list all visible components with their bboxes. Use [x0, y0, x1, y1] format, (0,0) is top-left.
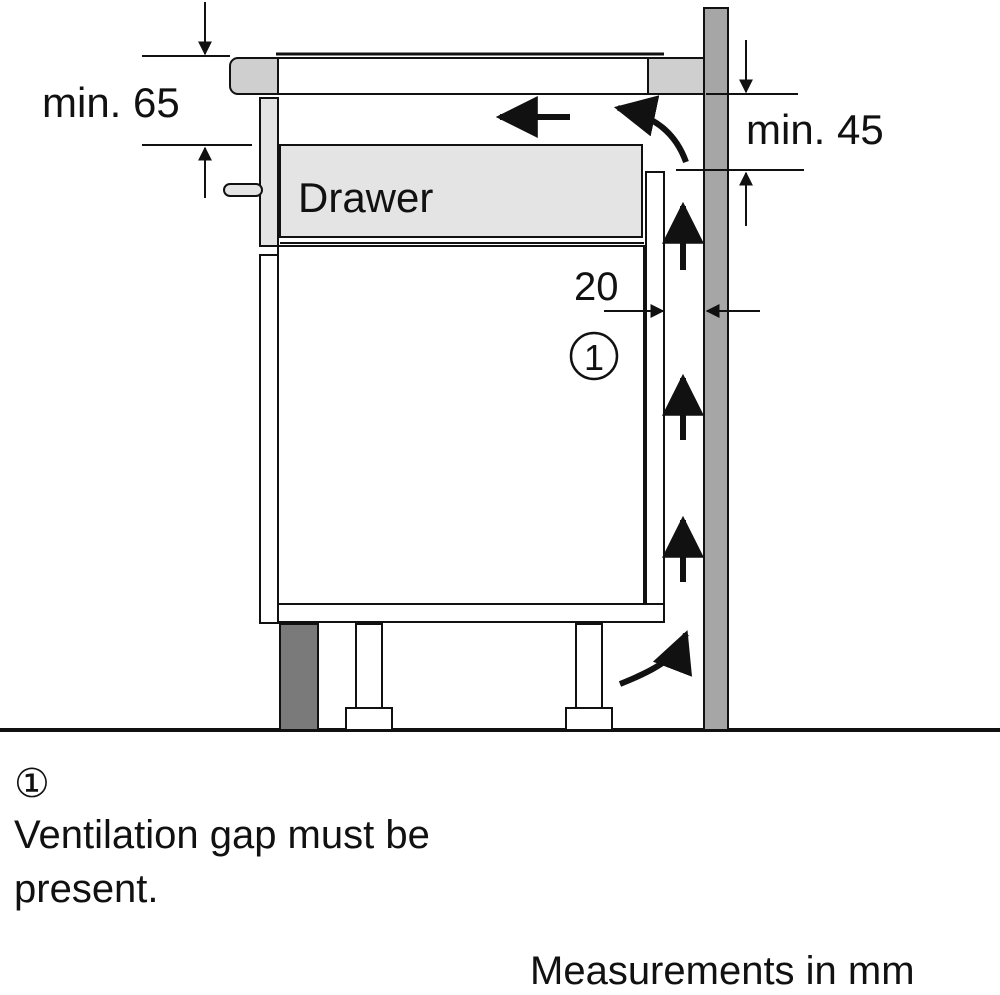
worktop — [277, 57, 659, 95]
min-65-label: min. 65 — [42, 79, 180, 126]
legend-marker: ① — [14, 762, 50, 806]
cabinet-body — [277, 245, 645, 605]
drawer-front — [259, 97, 279, 247]
cabinet-back-panel — [645, 171, 665, 605]
legend: ① Ventilation gap must be present. — [14, 760, 534, 916]
measurement-note: Measurements in mm — [530, 949, 915, 993]
cabinet-door — [259, 254, 279, 624]
callout-number: 1 — [584, 337, 604, 378]
worktop-right-edge — [647, 57, 705, 95]
wall — [703, 7, 729, 731]
cabinet-leg-left — [355, 623, 383, 709]
callout-circle — [569, 331, 619, 381]
airflow-arrow-top-curve — [613, 95, 689, 164]
drawer-handle — [223, 183, 263, 197]
cabinet-foot-left — [345, 707, 393, 731]
airflow-arrow-inlet-curve — [618, 630, 693, 687]
min-45-label: min. 45 — [746, 106, 884, 153]
cabinet-base — [277, 603, 665, 623]
cabinet-foot-right — [565, 707, 613, 731]
gap-20-label: 20 — [574, 265, 619, 309]
drawer-box — [279, 144, 643, 238]
cabinet-leg-right — [575, 623, 603, 709]
legend-text: Ventilation gap must be present. — [14, 813, 430, 911]
drawer-label: Drawer — [298, 174, 433, 221]
plinth — [279, 623, 319, 731]
